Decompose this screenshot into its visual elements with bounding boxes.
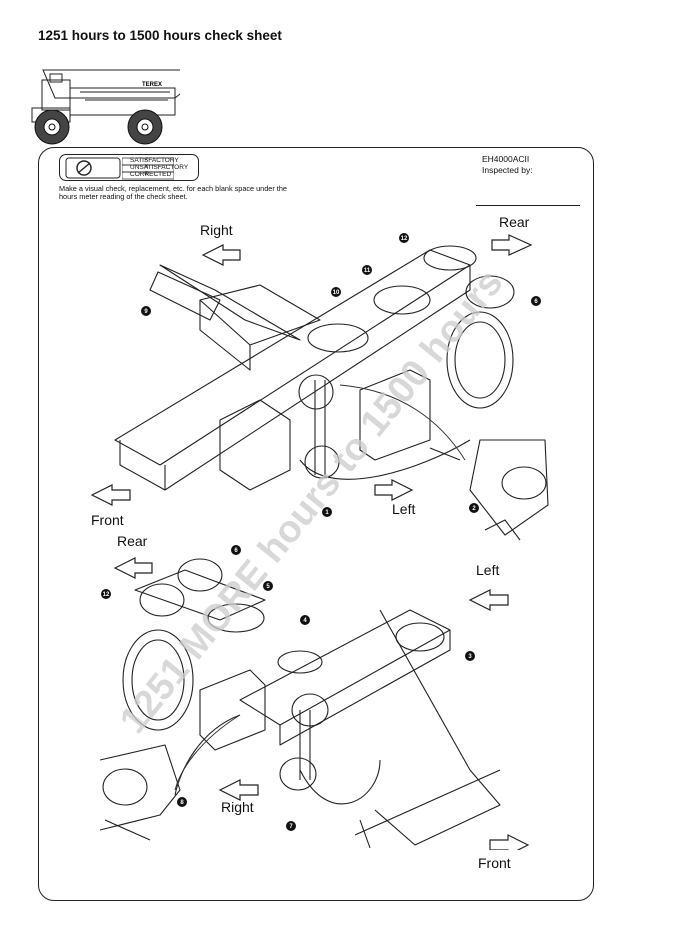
direction-left-top: Left xyxy=(392,501,416,517)
svg-text:TEREX: TEREX xyxy=(142,82,162,88)
direction-front-top: Front xyxy=(91,512,124,528)
point-8: 8 xyxy=(180,800,184,806)
point-5: 5 xyxy=(266,584,270,590)
symbol-unsatisfactory: ✕ xyxy=(144,164,150,170)
direction-rear-bottom: Rear xyxy=(117,533,148,549)
legend-satisfactory: SATISFACTORY xyxy=(130,157,179,164)
point-10: 10 xyxy=(333,290,340,296)
direction-right-bottom: Right xyxy=(221,799,254,815)
dump-truck-illustration: TEREX xyxy=(31,69,180,145)
point-6: 6 xyxy=(534,299,538,305)
point-12: 12 xyxy=(401,236,408,242)
check-sheet-frame xyxy=(38,147,594,901)
inspected-by-label: Inspected by: xyxy=(482,165,533,175)
model-name: EH4000ACII xyxy=(482,154,530,164)
symbol-satisfactory: ✓ xyxy=(144,157,150,163)
direction-front-bottom: Front xyxy=(478,855,511,871)
point-3: 3 xyxy=(468,654,472,660)
symbol-corrected: ⊘ xyxy=(144,171,150,177)
point-9: 9 xyxy=(144,309,148,315)
point-2: 2 xyxy=(472,506,476,512)
direction-rear-top: Rear xyxy=(499,214,530,230)
chassis-diagram xyxy=(90,234,549,850)
no-smoking-icon xyxy=(65,157,121,179)
legend-symbols xyxy=(122,157,174,180)
point-12b: 12 xyxy=(103,592,110,598)
legend-unsatisfactory: UNSATISFACTORY xyxy=(130,164,189,171)
instructions: Make a visual check, replacement, etc. f… xyxy=(59,184,287,202)
point-1: 1 xyxy=(325,510,329,516)
legend-corrected: CORRECTED xyxy=(130,171,172,178)
legend: ✓ ✕ ⊘ SATISFACTORY UNSATISFACTORY CORREC… xyxy=(59,154,199,181)
point-6b: 6 xyxy=(234,548,238,554)
inspected-by-line xyxy=(476,205,580,206)
point-7: 7 xyxy=(289,824,293,830)
point-4: 4 xyxy=(303,618,307,624)
page-title: 1251 hours to 1500 hours check sheet xyxy=(38,28,282,43)
direction-right-top: Right xyxy=(200,222,233,238)
point-11: 11 xyxy=(364,268,371,274)
direction-left-bottom: Left xyxy=(476,562,500,578)
